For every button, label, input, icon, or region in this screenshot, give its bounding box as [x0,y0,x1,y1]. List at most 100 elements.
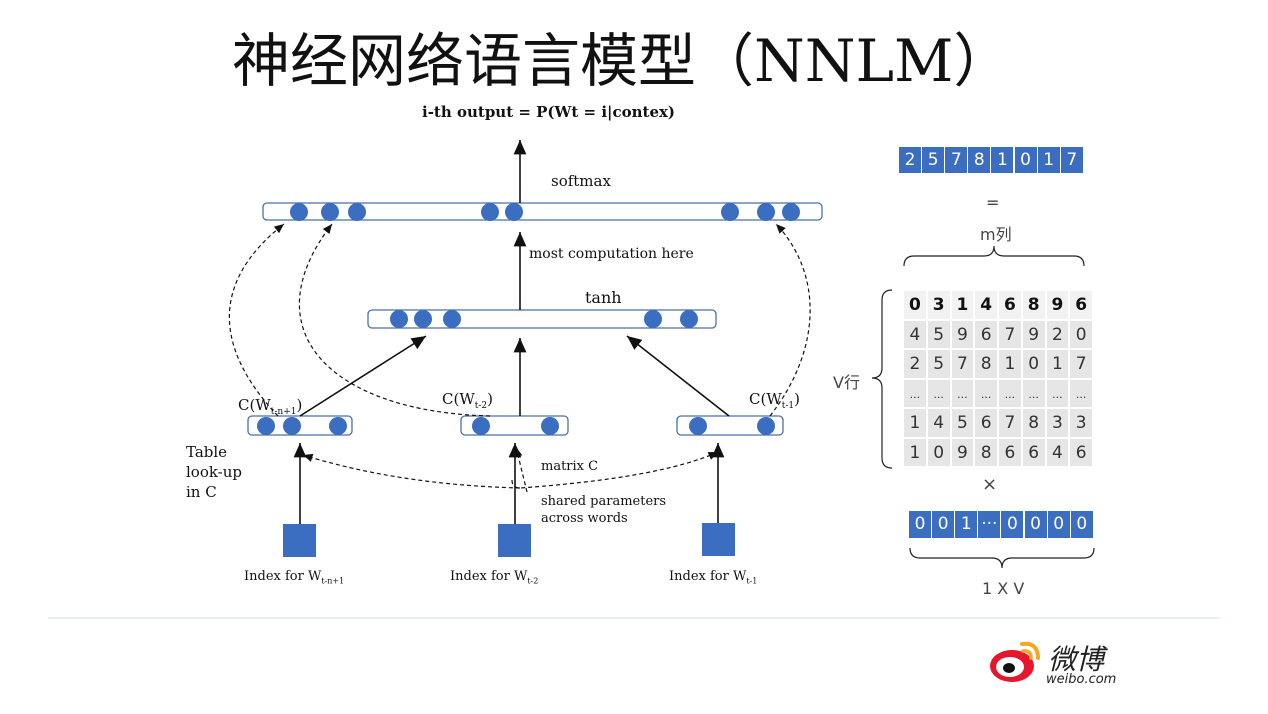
result-vector-cell: 1 [1037,147,1061,173]
slide-title: 神经网络语言模型（NNLM） [232,27,1012,95]
dashed-arrows [228,223,811,493]
matrix-cell: ... [926,378,951,408]
onehot-vector-cell: 0 [1047,511,1071,538]
computation-label: most computation here [529,246,694,262]
matrix-cell: 1 [903,408,927,438]
context-unit [472,417,490,435]
context-unit [257,417,275,435]
table-lookup-line-1: Table [186,443,228,461]
matrix-cell: 0 [903,290,927,320]
matrix-cell: 4 [926,408,951,438]
times-sign: × [982,474,998,495]
table-lookup-line-2: look-up [186,463,243,481]
context-unit [283,417,301,435]
tanh-unit [443,310,461,328]
matrix-cell: 9 [950,437,975,467]
matrix-cell: 5 [926,349,951,379]
context-label-1: C(Wt-n+1) [238,396,303,417]
matrix-cell: 5 [950,408,975,438]
matrix-cell: 5 [926,319,951,349]
matrix-cell: 4 [903,319,927,349]
output-label: i-th output = P(Wt = i|contex) [422,103,676,121]
matrix-cell: 1 [950,290,975,320]
matrix-cell: 0 [1069,319,1093,349]
matrix-cell: 4 [974,290,998,320]
softmax-unit [321,203,339,221]
context-unit [757,417,775,435]
result-vector-cell: 1 [991,147,1015,173]
onehot-vector-cell: 0 [1001,511,1025,538]
matrix-cell: 4 [1045,437,1070,467]
index-square-2 [498,524,531,557]
onehot-vector-cell: 0 [1070,511,1094,538]
matrix-cell: 6 [1021,437,1046,467]
matrix-cell: 1 [903,437,927,467]
softmax-unit [782,203,800,221]
skip-arrow-center [298,223,491,417]
softmax-unit [290,203,308,221]
matrix-cell: 8 [1021,290,1046,320]
arrow-ctx3-tanh [626,335,730,417]
shared-label-line-2: across words [541,511,628,526]
weibo-brand-text: 微博 [1048,643,1105,676]
matrix-cell: 9 [1045,290,1070,320]
matrix-cell: 1 [1045,349,1070,379]
index-square-3 [702,523,735,556]
matrix-cell: 2 [1045,319,1070,349]
context-unit [329,417,347,435]
matrix-cell: 6 [998,437,1022,467]
shared-label-line-1: shared parameters [541,494,667,509]
index-label-1: Index for Wt-n+1 [244,569,345,586]
softmax-layer [262,202,823,221]
softmax-label: softmax [551,172,611,190]
table-lookup-line-3: in C [186,483,217,501]
matrix-cell: 6 [998,290,1022,320]
shared-arrow [511,451,719,489]
matrix-cell: 7 [998,408,1022,438]
softmax-unit [757,203,775,221]
matrix-cell: 9 [1021,319,1046,349]
matrix-cell: ... [1021,378,1046,408]
matrix-cell: 8 [974,349,998,379]
onehot-vector-cell: 1 [955,511,979,538]
weibo-logo-icon [990,641,1040,682]
matrix-cell: 7 [1069,349,1093,379]
matrix-cell: 7 [950,349,975,379]
matrix-cell: 6 [974,319,998,349]
result-vector-cell: 7 [945,147,969,173]
result-vector-cell: 2 [899,147,923,173]
matrix-c-arrow [514,446,528,493]
result-vector-cell: 7 [1060,147,1084,173]
result-vector-cell: 0 [1014,147,1038,173]
matrix-cell: ... [950,378,975,408]
softmax-unit [481,203,499,221]
matrix-cell: 3 [1045,408,1070,438]
tanh-units [390,310,698,328]
tanh-unit [390,310,408,328]
matrix-cell: ... [998,378,1022,408]
index-label-2: Index for Wt-2 [450,569,539,586]
matrix-cell: 0 [926,437,951,467]
equals-sign: = [986,193,1000,212]
softmax-units [290,203,800,221]
context-label-2: C(Wt-2) [442,390,493,411]
matrix-cell: 3 [926,290,951,320]
index-label-3: Index for Wt-1 [669,569,758,586]
onehot-vector-cell: 0 [1024,511,1048,538]
tanh-unit [644,310,662,328]
softmax-unit [721,203,739,221]
matrix-c-label: matrix C [541,459,599,474]
matrix-cell: 1 [998,349,1022,379]
tanh-label: tanh [585,288,622,307]
matrix-cell: ... [1069,378,1093,408]
onehot-vector-cell: ··· [978,511,1002,538]
weibo-url: weibo.com [1046,672,1117,687]
solid-arrows [293,140,730,524]
index-square-1 [283,524,316,557]
matrix-cell: ... [974,378,998,408]
matrix-cell: 8 [1021,408,1046,438]
arrow-ctx1-tanh [299,335,427,417]
matrix-cell: 6 [1069,437,1093,467]
skip-arrow-right [769,223,811,417]
